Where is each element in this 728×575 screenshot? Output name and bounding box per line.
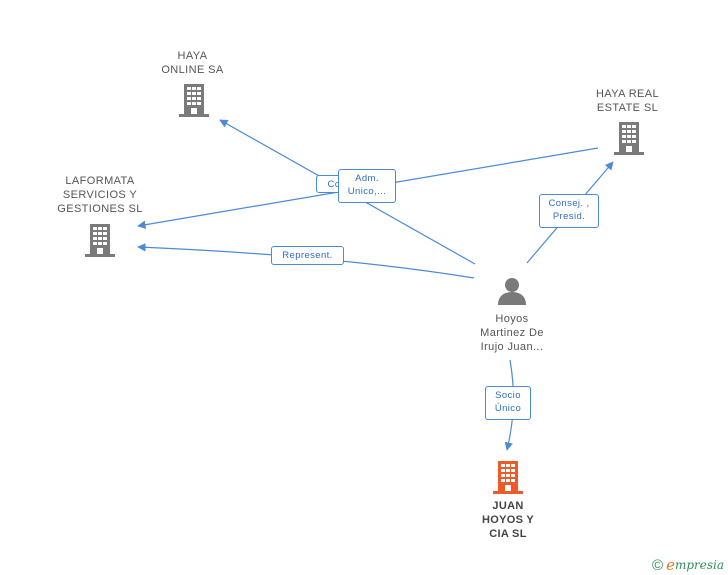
edge-label-represent: Represent. [271, 246, 344, 265]
edge-label-consej-presid: Consej. , Presid. [539, 194, 599, 228]
brand-name: mpresia [674, 558, 725, 572]
laformata-label: LAFORMATA SERVICIOS Y GESTIONES SL [57, 175, 143, 215]
haya-online-building-icon[interactable] [179, 83, 209, 123]
brand-initial: e [666, 556, 675, 574]
haya-real-estate-building-icon[interactable] [614, 121, 644, 161]
juan-hoyos-building-icon[interactable] [493, 460, 523, 500]
copyright-symbol: © [652, 556, 664, 574]
laformata-building-icon[interactable] [85, 223, 115, 263]
haya-online-label: HAYA ONLINE SA [161, 50, 224, 76]
haya-real-estate-label: HAYA REAL ESTATE SL [595, 88, 660, 114]
edge-label-socio-unico: Socio Único [485, 386, 531, 420]
juan-hoyos-label: JUAN HOYOS Y CIA SL [481, 500, 535, 540]
person-icon[interactable] [497, 276, 527, 311]
edge-label-adm-unico: Adm. Unico,... [338, 169, 396, 203]
person-label: Hoyos Martinez De Irujo Juan... [480, 313, 544, 353]
brand-logo: © e mpresia [652, 556, 724, 574]
